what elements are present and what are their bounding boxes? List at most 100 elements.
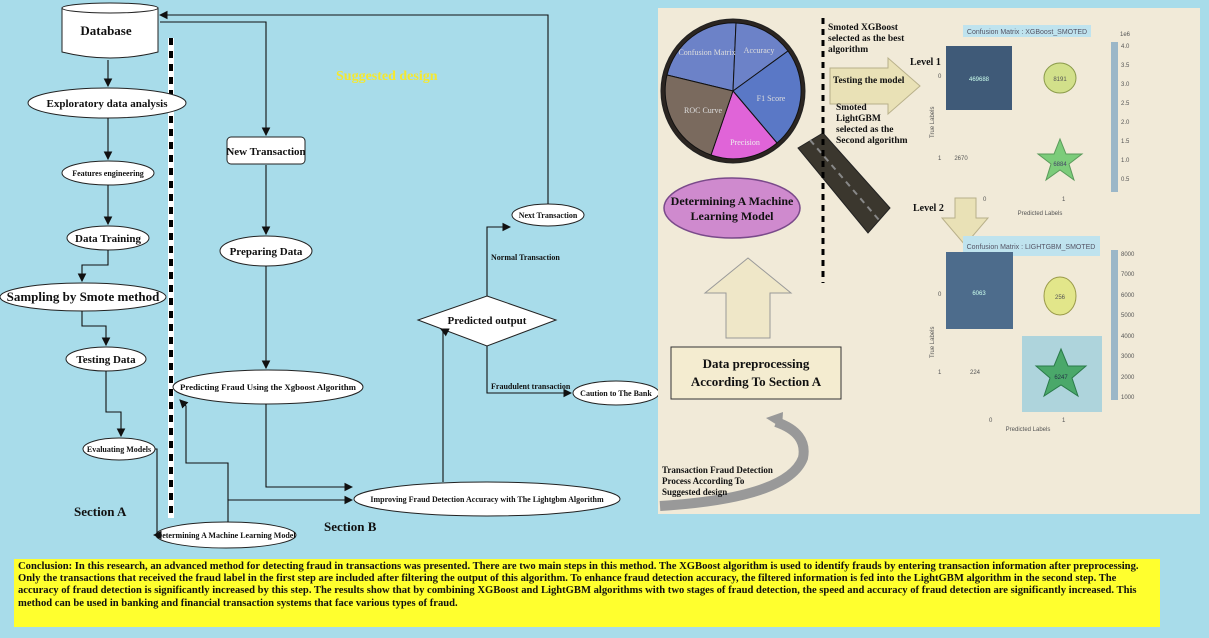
tx-process-line3: Suggested design	[662, 487, 727, 497]
determining-model-ellipse	[663, 177, 801, 239]
determining-model-line1: Determining A Machine	[671, 194, 794, 208]
cm2-scale-2: 7000	[1121, 272, 1135, 278]
section-a-label: Section A	[74, 504, 127, 519]
confusion-matrix-2: Confusion Matrix : LIGHTGBM_SMOTED 6063 …	[930, 236, 1135, 433]
cm1-scale-7: 1.0	[1121, 158, 1130, 164]
cm2-value-10: 224	[970, 370, 981, 376]
cm1-cell-01	[1043, 62, 1077, 94]
cm1-scale-8: 0.5	[1121, 177, 1130, 183]
cm1-title: Confusion Matrix : XGBoost_SMOTED	[967, 29, 1087, 36]
pie-label-f1: F1 Score	[757, 94, 786, 103]
cm1-ytick0: 0	[938, 74, 942, 80]
cm1-scale-exp: 1e6	[1120, 32, 1131, 38]
suggested-design-label: Suggested design	[336, 69, 438, 84]
smoted-lgbm-line3: selected as the	[836, 125, 894, 135]
smoted-xgb-line2: selected as the best	[828, 34, 905, 44]
right-panel: Confusion Matrix Accuracy F1 Score Preci…	[658, 8, 1200, 514]
smoted-lgbm-line2: LightGBM	[836, 114, 881, 124]
pie-label-accuracy: Accuracy	[744, 46, 775, 55]
pie-chart: Confusion Matrix Accuracy F1 Score Preci…	[664, 22, 802, 160]
level2-arrow	[940, 197, 990, 246]
cm2-scale-4: 5000	[1121, 313, 1135, 319]
next-transaction-label: Next Transaction	[519, 211, 578, 220]
cm1-xtick1: 1	[1062, 197, 1066, 203]
cm1-value-00: 469688	[969, 77, 990, 83]
cm2-value-01: 256	[1055, 295, 1066, 301]
up-arrow	[703, 257, 793, 339]
smote-node	[0, 282, 167, 312]
cm2-xlabel: Predicted Labels	[1006, 427, 1051, 433]
cm2-title: Confusion Matrix : LIGHTGBM_SMOTED	[967, 244, 1096, 251]
smoted-lgbm-line1: Smoted	[836, 103, 867, 113]
data-preprocessing-box	[670, 346, 842, 400]
cm1-scale-2: 3.5	[1121, 63, 1130, 69]
tx-process-line1: Transaction Fraud Detection	[662, 465, 773, 475]
cm1-ylabel: True Labels	[930, 107, 936, 138]
predicted-output-label: Predicted output	[448, 315, 527, 327]
new-transaction-label: New Transaction	[226, 146, 305, 158]
cm2-cell-00	[946, 252, 1013, 329]
pie-label-roc: ROC Curve	[684, 106, 722, 115]
confusion-matrix-1: Confusion Matrix : XGBoost_SMOTED 469688…	[930, 25, 1131, 217]
curved-arrow	[659, 417, 809, 511]
cm1-colorbar	[1111, 42, 1118, 192]
testing-label: Testing Data	[76, 354, 136, 366]
magnifier-handle	[797, 132, 891, 234]
cm1-scale-3: 3.0	[1121, 82, 1130, 88]
caution-label: Caution to The Bank	[580, 389, 652, 398]
level1-label: Level 1	[910, 57, 941, 68]
eda-label: Exploratory data analysis	[46, 98, 168, 110]
cm2-cell-11	[1034, 347, 1088, 398]
eda-node	[27, 87, 187, 119]
smoted-xgb-line3: algorithm	[828, 45, 868, 55]
section-b-label: Section B	[324, 519, 377, 534]
evaluating-label: Evaluating Models	[87, 445, 151, 454]
fraudulent-transaction-label: Fraudulent transaction	[491, 382, 571, 391]
pie-label-precision: Precision	[730, 138, 760, 147]
features-label: Features engineering	[72, 169, 144, 178]
pie-label-confusion: Confusion Matrix	[678, 48, 735, 57]
database-label: Database	[80, 23, 132, 38]
cm1-cell-11	[1036, 137, 1084, 182]
cm2-cell-01	[1043, 276, 1077, 316]
cm1-scale-6: 1.5	[1121, 139, 1130, 145]
tx-process-line2: Process According To	[662, 476, 745, 486]
determining-model-line2: Learning Model	[691, 209, 775, 223]
cm1-value-01: 8191	[1053, 77, 1067, 83]
smoted-lgbm-line4: Second algorithm	[836, 136, 908, 146]
improving-node	[353, 481, 621, 517]
improving-label: Improving Fraud Detection Accuracy with …	[370, 495, 604, 504]
right-panel-graphic: Confusion Matrix Accuracy F1 Score Preci…	[659, 18, 1135, 511]
testing-model-label: Testing the model	[833, 76, 905, 86]
cm1-xlabel: Predicted Labels	[1018, 211, 1063, 217]
cm2-colorbar	[1111, 250, 1118, 400]
testing-model-arrow	[829, 56, 921, 116]
normal-transaction-label: Normal Transaction	[491, 253, 560, 262]
cm2-xtick1: 1	[1062, 418, 1066, 424]
determining-label: Determining A Machine Learning Model	[156, 531, 296, 540]
data-preprocessing-line1: Data preprocessing	[703, 356, 810, 371]
predicting-node	[172, 369, 364, 405]
smoted-xgb-line1: Smoted XGBoost	[828, 23, 899, 33]
database-node: Database	[61, 2, 159, 59]
cm2-ylabel: True Labels	[930, 327, 936, 358]
cm1-value-10: 2670	[954, 156, 968, 162]
training-label: Data Training	[75, 233, 141, 245]
cm2-scale-3: 6000	[1121, 293, 1135, 299]
preparing-label: Preparing Data	[230, 246, 303, 258]
cm2-scale-7: 2000	[1121, 375, 1135, 381]
cm1-scale-1: 4.0	[1121, 44, 1130, 50]
cm2-value-11: 6247	[1054, 375, 1068, 381]
cm1-ytick1: 1	[938, 156, 942, 162]
cm2-value-00: 6063	[972, 291, 986, 297]
cm1-xtick0: 0	[983, 197, 987, 203]
new-transaction-node	[226, 136, 306, 165]
cm2-scale-8: 1000	[1121, 395, 1135, 401]
cm2-ytick1: 1	[938, 370, 942, 376]
smote-label: Sampling by Smote method	[7, 289, 161, 304]
connectors	[77, 10, 573, 540]
cm1-scale-5: 2.0	[1121, 120, 1130, 126]
cm2-scale-1: 8000	[1121, 252, 1135, 258]
cm1-cell-00	[946, 46, 1012, 110]
